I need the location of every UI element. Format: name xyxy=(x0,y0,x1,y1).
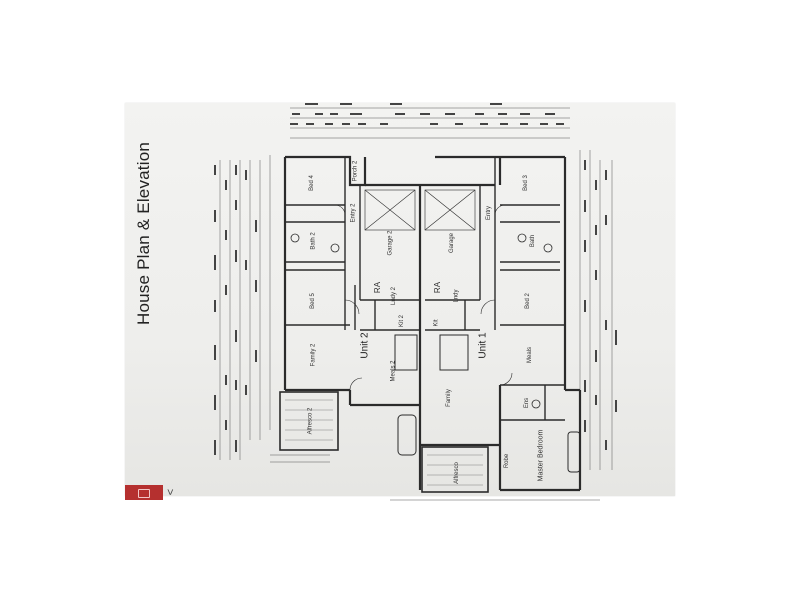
room-label-entry: Entry xyxy=(486,205,493,221)
corner-glyph: < xyxy=(165,488,178,496)
room-label-ens: Ens xyxy=(524,397,531,409)
room-label-meals-2: Meals 2 xyxy=(390,360,397,382)
alfresco-area xyxy=(421,446,489,493)
room-label-bed-5: Bed 5 xyxy=(309,293,316,309)
bathtub-unit-2 xyxy=(397,414,417,456)
room-label-bed-3: Bed 3 xyxy=(522,175,529,191)
room-label-alfresco: Alfresco xyxy=(453,462,460,484)
room-label-entry-2: Entry 2 xyxy=(350,203,357,223)
room-label-garage: Garage xyxy=(449,232,456,254)
unit-2-internal-walls xyxy=(285,157,420,331)
top-dimension-lines xyxy=(290,107,570,139)
room-label-family-2: Family 2 xyxy=(310,343,317,367)
room-label-kit-2: Kit 2 xyxy=(399,314,406,328)
room-label-alfresco-2: Alfresco 2 xyxy=(307,407,314,435)
room-label-porch-2: Porch 2 xyxy=(352,160,359,182)
kitchen-bench xyxy=(394,334,469,371)
room-label-ra-right: RA xyxy=(433,281,443,294)
room-label-bed-4: Bed 4 xyxy=(308,175,315,191)
room-label-lndy: Lndy xyxy=(453,289,460,303)
room-label-kit: Kit xyxy=(433,319,440,327)
unit-1-walls xyxy=(418,155,582,492)
alfresco-2-area xyxy=(279,391,339,451)
unit-2-label: Unit 2 xyxy=(359,332,371,359)
room-label-master-bedroom: Master Bedroom xyxy=(537,429,545,482)
room-label-bath-2: Bath 2 xyxy=(310,232,317,250)
alfresco-hatch xyxy=(427,454,483,486)
bottom-dimension-lines xyxy=(270,454,600,501)
room-label-ra-left: RA xyxy=(373,281,383,294)
alfresco-2-hatch xyxy=(285,399,333,441)
bathtub-unit-1 xyxy=(567,431,581,473)
room-label-bed-2: Bed 2 xyxy=(524,293,531,309)
unit-1-internal-walls xyxy=(425,157,565,421)
room-label-lndy-2: Lndy 2 xyxy=(391,286,398,306)
room-label-garage-2: Garage 2 xyxy=(387,230,394,256)
badge-icon xyxy=(138,489,150,498)
room-label-meals: Meals xyxy=(527,346,534,364)
corner-badge xyxy=(125,485,163,500)
unit-2-walls xyxy=(283,155,420,407)
top-dimension-ticks xyxy=(290,103,564,125)
left-dimension-ticks xyxy=(214,165,257,455)
room-label-family: Family xyxy=(445,389,452,407)
room-label-bath: Bath xyxy=(530,234,537,248)
left-dimension-lines xyxy=(219,155,271,460)
right-dimension-ticks xyxy=(584,160,617,450)
unit-1-label: Unit 1 xyxy=(477,332,489,359)
garage-2-door xyxy=(364,189,416,231)
door-swings xyxy=(334,204,513,391)
room-label-robe: Robe xyxy=(504,453,511,469)
garage-1-door xyxy=(424,189,476,231)
fixtures xyxy=(290,233,553,409)
